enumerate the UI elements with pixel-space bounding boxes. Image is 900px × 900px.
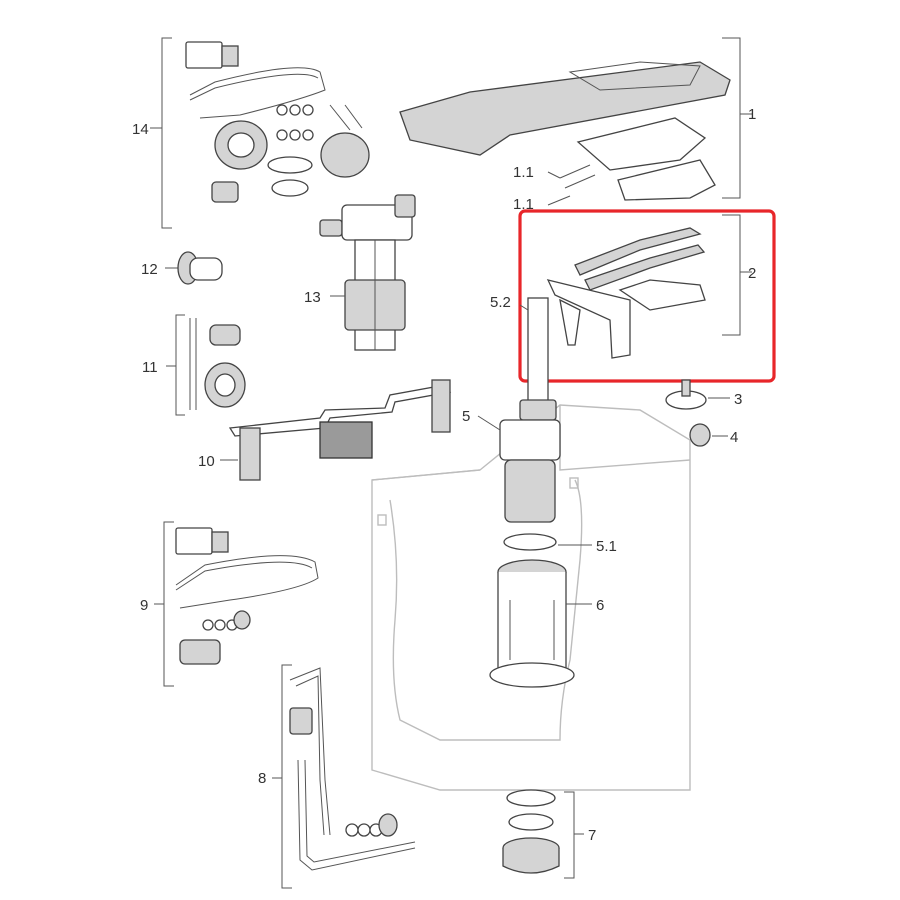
label-4: 4	[730, 429, 738, 446]
part-group-7	[502, 789, 584, 879]
part-group-14	[150, 37, 370, 229]
label-1-1b: 1.1	[513, 196, 534, 213]
part-5-1-seal	[503, 533, 592, 551]
label-9: 9	[140, 597, 148, 614]
label-2: 2	[748, 265, 756, 282]
label-7: 7	[588, 827, 596, 844]
label-3: 3	[734, 391, 742, 408]
label-12: 12	[141, 261, 158, 278]
part-13-fill-valve	[319, 194, 416, 351]
part-1-cover-lid	[399, 37, 752, 199]
part-10-actuator-bar	[220, 379, 452, 481]
label-5: 5	[462, 408, 470, 425]
highlight-box	[518, 209, 776, 383]
part-12-plug	[165, 251, 223, 285]
label-5-1: 5.1	[596, 538, 617, 555]
label-10: 10	[198, 453, 215, 470]
part-group-11	[166, 314, 246, 416]
label-13: 13	[304, 289, 321, 306]
label-11: 11	[142, 359, 158, 376]
part-2-flush-lever-set	[546, 214, 752, 359]
part-6-valve-cage	[489, 559, 592, 688]
part-group-8	[272, 664, 416, 889]
part-labels: 1 1.1 1.1 2 3 4 5 5.1 5.2 6 7 8 9 10 11 …	[132, 106, 756, 844]
label-6: 6	[596, 597, 604, 614]
part-3-plunger	[665, 379, 730, 410]
label-5-2: 5.2	[490, 294, 511, 311]
label-1-1a: 1.1	[513, 164, 534, 181]
label-1: 1	[748, 106, 756, 123]
label-14: 14	[132, 121, 149, 138]
part-group-9	[154, 521, 319, 687]
part-1-1-inserts	[547, 117, 716, 206]
part-4-cap	[689, 423, 728, 447]
part-5-flush-valve	[477, 297, 561, 523]
label-8: 8	[258, 770, 266, 787]
